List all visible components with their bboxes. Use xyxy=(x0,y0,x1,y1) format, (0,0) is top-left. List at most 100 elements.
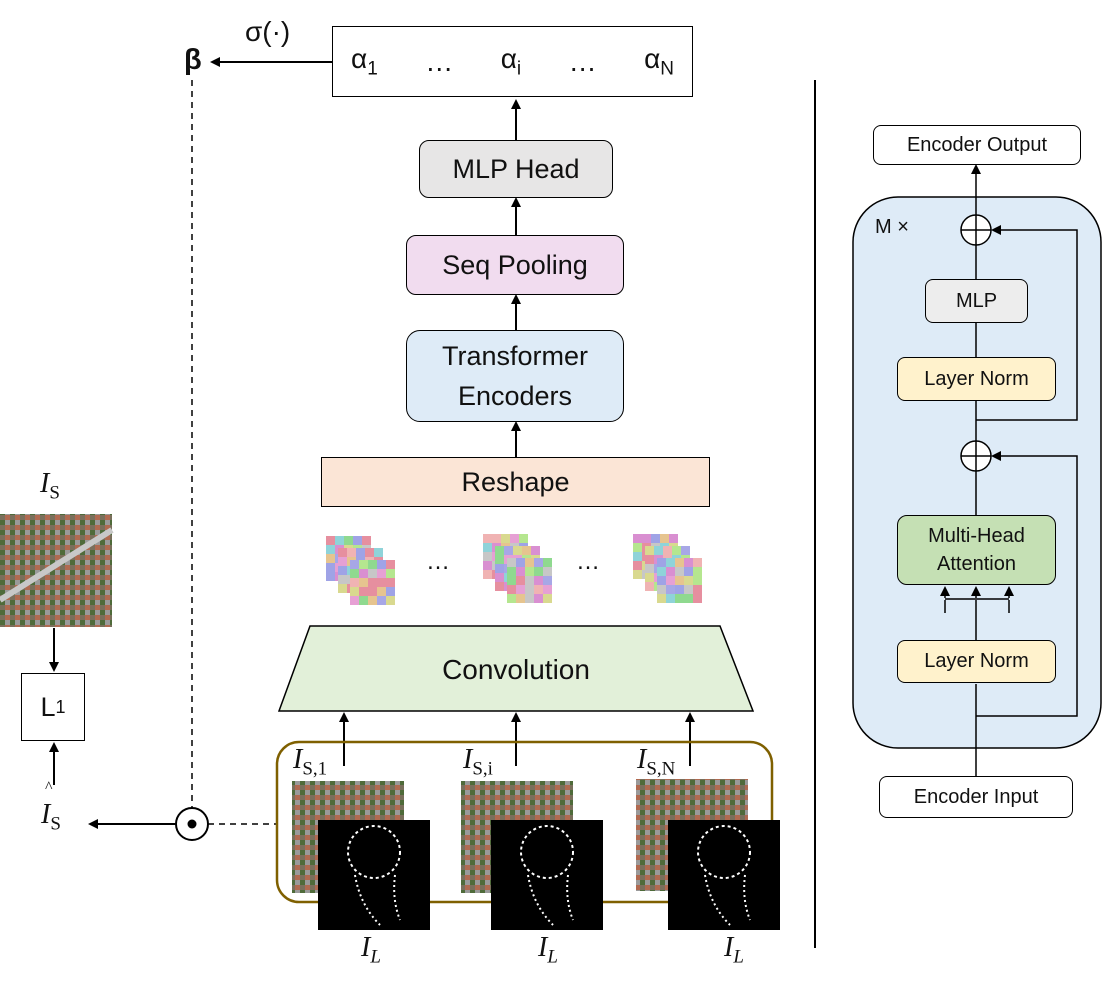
patch-cell xyxy=(338,548,347,557)
patch-cell xyxy=(504,546,513,555)
patch-cell xyxy=(657,567,666,576)
transformer-encoders-block: Transformer Encoders xyxy=(406,330,624,422)
patch-cell xyxy=(386,578,395,587)
source-image-label: IS xyxy=(40,468,60,504)
patch-cell xyxy=(338,566,347,575)
mask-label-1: IL xyxy=(361,932,381,968)
sigma-label: σ(·) xyxy=(245,16,291,47)
patch-cell xyxy=(669,534,678,543)
patch-cell xyxy=(645,546,654,555)
patch-cell xyxy=(350,596,359,605)
patch-cell xyxy=(368,578,377,587)
attention-label-line2: Attention xyxy=(937,553,1016,575)
patch-cell xyxy=(359,578,368,587)
residual-connection-1 xyxy=(976,451,1078,717)
patch-cell xyxy=(495,573,504,582)
alpha-1: α1 xyxy=(351,42,378,80)
patch-cell xyxy=(386,587,395,596)
patch-cell xyxy=(522,546,531,555)
patch-cell xyxy=(513,546,522,555)
patch-cell xyxy=(338,557,347,566)
add-icon-1 xyxy=(960,440,992,472)
patch-cell xyxy=(657,576,666,585)
patch-cell xyxy=(368,569,377,578)
patch-cell xyxy=(525,576,534,585)
patch-cell xyxy=(359,587,368,596)
seq-pooling-block: Seq Pooling xyxy=(406,235,624,295)
attention-label-line1: Multi-Head xyxy=(928,525,1025,547)
enc-attention-block: Multi-Head Attention xyxy=(897,515,1056,585)
patch-cell xyxy=(516,594,525,603)
patch-cell xyxy=(693,594,702,603)
patch-cell xyxy=(326,572,335,581)
patch-cell xyxy=(359,560,368,569)
patch-cell xyxy=(359,596,368,605)
patch-cell xyxy=(666,594,675,603)
patch-cell xyxy=(525,594,534,603)
patch-cell xyxy=(534,585,543,594)
patch-cell xyxy=(693,567,702,576)
patch-cell xyxy=(350,560,359,569)
patch-cell xyxy=(386,596,395,605)
patch-cell xyxy=(377,596,386,605)
patch-cell xyxy=(525,585,534,594)
patch-cell xyxy=(483,552,492,561)
patch-cell xyxy=(534,567,543,576)
output-ellipsis-1: … xyxy=(425,45,454,77)
patch-cell xyxy=(693,576,702,585)
patch-cell xyxy=(666,576,675,585)
patch-cell xyxy=(350,587,359,596)
beta-label: β xyxy=(184,44,202,76)
patch-cell xyxy=(326,536,335,545)
patch-cell xyxy=(377,569,386,578)
patch-cell xyxy=(675,558,684,567)
patch-cell xyxy=(359,569,368,578)
mask-label-i: IL xyxy=(538,932,558,968)
patch-cell xyxy=(386,560,395,569)
convolution-block xyxy=(277,625,755,712)
alpha-N: αN xyxy=(644,42,674,80)
patch-cell xyxy=(675,594,684,603)
patch-cell xyxy=(666,567,675,576)
encoder-block-container xyxy=(852,196,1102,749)
patch-cell xyxy=(326,545,335,554)
patch-cell xyxy=(660,534,669,543)
alpha-output-box: α1 … αi … αN xyxy=(332,26,693,97)
patch-cell xyxy=(495,564,504,573)
patch-cell xyxy=(543,576,552,585)
patch-cell xyxy=(543,558,552,567)
patch-cell xyxy=(495,582,504,591)
patch-cell xyxy=(645,564,654,573)
patch-cell xyxy=(663,546,672,555)
add-icon-2 xyxy=(960,214,992,246)
patch-cell xyxy=(543,594,552,603)
patch-cell xyxy=(657,558,666,567)
patch-cell xyxy=(666,558,675,567)
input-label-N: IS,N xyxy=(637,744,676,780)
patch-cell xyxy=(326,563,335,572)
patch-cell xyxy=(657,594,666,603)
patch-cell xyxy=(684,558,693,567)
patch-cell xyxy=(338,584,347,593)
patch-cell xyxy=(377,578,386,587)
patch-cell xyxy=(495,555,504,564)
patch-cell xyxy=(344,536,353,545)
reconstructed-image-label: ^ IS xyxy=(41,779,61,835)
encoder-output-box: Encoder Output xyxy=(873,125,1081,165)
patch-cell xyxy=(525,558,534,567)
patch-cell xyxy=(347,548,356,557)
patch-ellipsis-2: … xyxy=(576,548,600,575)
reshape-block: Reshape xyxy=(321,457,710,507)
patch-cell xyxy=(386,569,395,578)
patch-cell xyxy=(633,543,642,552)
source-image xyxy=(0,514,114,627)
patch-cell xyxy=(525,567,534,576)
patch-cell xyxy=(374,548,383,557)
patch-cell xyxy=(543,585,552,594)
enc-layer-norm-top: Layer Norm xyxy=(897,357,1056,401)
mask-label-N: IL xyxy=(724,932,744,968)
patch-cell xyxy=(645,582,654,591)
patch-cell xyxy=(350,578,359,587)
patch-cell xyxy=(645,573,654,582)
